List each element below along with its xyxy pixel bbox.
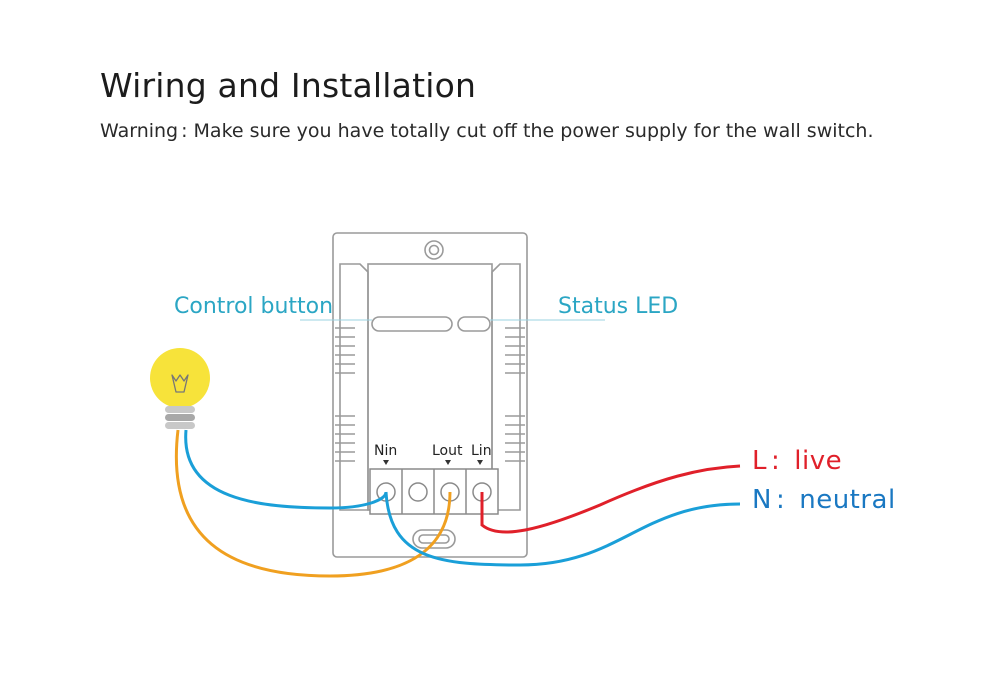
screw-terminal-icon	[408, 482, 428, 502]
live-separator: :	[771, 446, 781, 476]
warning-label: Warning	[100, 120, 179, 142]
warning-separator: :	[181, 120, 188, 142]
neutral-text: neutral	[799, 485, 896, 515]
page-title: Wiring and Installation	[100, 66, 477, 105]
neutral-letter: N	[752, 485, 772, 515]
bulb-neutral-wire	[184, 429, 388, 510]
right-vents	[505, 327, 525, 462]
load-wire	[175, 429, 452, 578]
warning-message: Make sure you have totally cut off the p…	[193, 120, 874, 142]
left-vents	[335, 327, 355, 462]
live-wire	[480, 464, 741, 534]
live-label: L: live	[752, 446, 842, 476]
terminal-lout-label: Lout	[432, 443, 463, 459]
control-button-bar	[371, 316, 453, 332]
status-led-bar	[457, 316, 491, 332]
neutral-label: N: neutral	[752, 485, 896, 515]
live-text: live	[794, 446, 843, 476]
neutral-separator: :	[775, 485, 786, 515]
status-led-label: Status LED	[558, 294, 679, 319]
neutral-wire	[384, 491, 741, 567]
terminal-lin-label: Lin	[471, 443, 492, 459]
control-button-label: Control button	[174, 294, 334, 319]
module-bottom-slot	[412, 529, 456, 549]
terminal-nin-label: Nin	[374, 443, 398, 459]
warning-text: Warning:Make sure you have totally cut o…	[100, 120, 874, 142]
live-letter: L	[752, 446, 767, 476]
terminal-block	[369, 468, 499, 515]
light-bulb-icon	[150, 348, 210, 429]
module-top-screw	[424, 240, 444, 260]
terminal-markers	[383, 460, 483, 465]
